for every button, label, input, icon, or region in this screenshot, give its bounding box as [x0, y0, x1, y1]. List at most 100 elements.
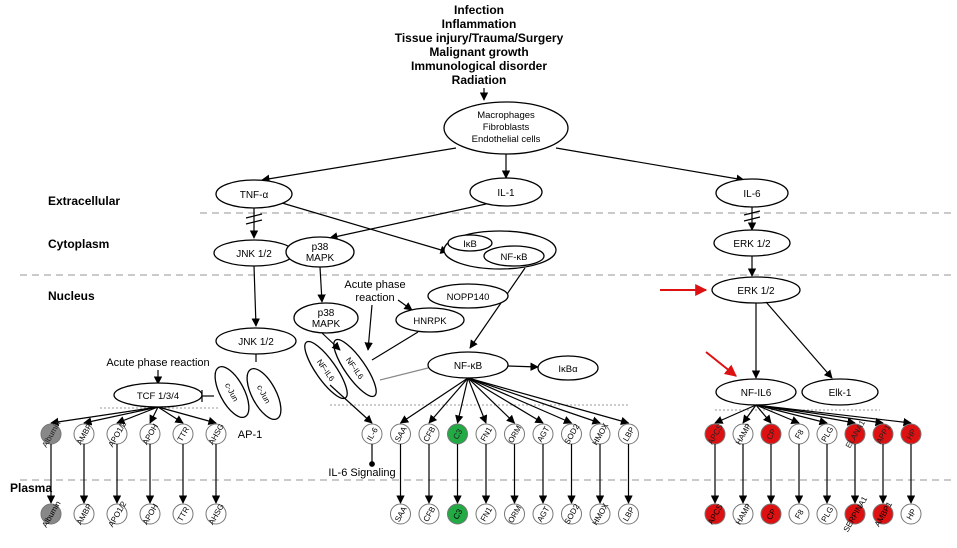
edge-to-hamp	[742, 404, 757, 424]
gene-plasma-orm	[504, 503, 525, 525]
gene-plasma-apo1/2	[106, 503, 128, 525]
edge-to-fn1	[467, 377, 488, 424]
edge-to-orm	[467, 377, 516, 424]
edge-to-hmox	[467, 377, 601, 425]
p38-cyto-label-1: p38	[312, 242, 329, 253]
nfkb-nuc-label: NF-κB	[454, 361, 483, 372]
edge-to-ambp	[83, 406, 159, 426]
erk-nuc-label: ERK 1/2	[737, 286, 775, 297]
nfil6-mid-left: NF-IL6	[304, 340, 348, 400]
erk-cyto-label: ERK 1/2	[733, 239, 771, 250]
gene-plasma-saa	[390, 503, 411, 525]
p38-nuc-node	[293, 302, 359, 334]
ap1-label: AP-1	[238, 429, 262, 441]
edge-to-ttr	[157, 406, 184, 424]
gene-plasma-cfb	[418, 503, 440, 525]
edge-erk-elk1	[765, 301, 833, 379]
ikb-node	[447, 234, 493, 252]
edge-to-lbp	[467, 377, 630, 426]
cjun-left: c-Jun	[214, 365, 250, 419]
gene-plasma-f8	[788, 503, 810, 525]
edge-cells-tnf	[261, 147, 457, 183]
gene-plasma-cp	[760, 503, 782, 525]
annot-il6-signaling: IL-6 Signaling	[328, 467, 395, 479]
gene-plasma-hmox	[589, 503, 611, 525]
edge-tnf-ikb	[281, 202, 449, 254]
gene-plasma-serpina1	[844, 503, 866, 525]
edge-to-il-6	[329, 384, 373, 424]
gene-groups: AlbuminAlbuminAMBPAMBPAPO1/2APO1/2APOHAP…	[40, 377, 922, 534]
ikba-label: IκBα	[558, 364, 578, 375]
p38-cyto-label-2: MAPK	[306, 253, 335, 264]
annot-apr-left: Acute phase reaction	[106, 357, 209, 369]
edge-hnrpk-nfil6	[371, 331, 419, 361]
break-mark-il6-1	[743, 210, 761, 216]
edge-to-f8	[755, 404, 800, 424]
gene-plasma-hamp	[732, 503, 754, 525]
gene-plasma-lbp	[618, 503, 639, 525]
layer-extracellular: Extracellular	[48, 194, 120, 208]
edge-il1-p38	[329, 203, 487, 241]
edge-to-albumin	[50, 406, 159, 427]
nfkb-cyto-node	[483, 245, 545, 267]
gene-plasma-c3	[447, 503, 468, 525]
edge-jnk-jnk	[251, 265, 260, 327]
ikba-node	[537, 355, 599, 381]
gene-plasma-hp	[900, 503, 922, 525]
hnrpk-node	[395, 307, 465, 333]
tcf-label: TCF 1/3/4	[137, 391, 179, 402]
stimulus-malignant-growth: Malignant growth	[429, 45, 528, 59]
layer-nucleus: Nucleus	[48, 289, 95, 303]
cjun-right: c-Jun	[246, 367, 282, 421]
stimulus-tissue-injury: Tissue injury/Trauma/Surgery	[395, 31, 564, 45]
edge-to-elana1	[755, 404, 856, 426]
jnk-nuc-label: JNK 1/2	[238, 337, 274, 348]
stimulus-infection: Infection	[454, 3, 504, 17]
edge-to-cp	[755, 404, 772, 424]
edge-to-sod2	[467, 377, 573, 424]
edge-p38-nfil6	[321, 332, 341, 351]
gene-plasma-ambp1	[872, 503, 894, 525]
annot-apr-mid-2: reaction	[355, 292, 394, 304]
nopp140-label: NOPP140	[447, 292, 490, 303]
nfil6-right-label: NF-IL6	[741, 388, 772, 399]
edge-to-agt	[467, 377, 544, 424]
edge-apr-hnrpk	[397, 299, 413, 311]
tnf-label: TNF-α	[240, 190, 269, 201]
ikb-label: IκB	[463, 239, 477, 250]
p38-nuc-label-1: p38	[318, 308, 335, 319]
gene-plasma-plg	[816, 503, 838, 525]
edge-nfkb-nfkb	[469, 267, 526, 349]
cells-fibroblasts: Fibroblasts	[483, 122, 530, 133]
il1-node	[469, 177, 543, 207]
il6-label: IL-6	[743, 189, 761, 200]
red-arrow-nfil6	[705, 351, 737, 377]
edge-to-cfb	[428, 377, 469, 424]
gene-plasma-sod2	[561, 503, 582, 525]
elk1-label: Elk-1	[829, 388, 852, 399]
jnk-cyto-label: JNK 1/2	[236, 249, 272, 260]
edge-apr-nfil6	[364, 304, 373, 351]
stimulus-radiation: Radiation	[452, 73, 507, 87]
layer-plasma: Plasma	[10, 481, 52, 495]
gene-plasma-ttr	[172, 503, 194, 525]
edge-cells-il6	[555, 147, 745, 183]
hnrpk-label: HNRPK	[413, 316, 447, 327]
layer-cytoplasm: Cytoplasm	[48, 237, 109, 251]
stimulus-inflammation: Inflammation	[442, 17, 517, 31]
edge-to-ahsg	[157, 406, 217, 426]
nfkb-cyto-label: NF-κB	[501, 252, 528, 263]
break-mark-il6-2	[743, 216, 761, 222]
gene-plasma-ambp	[73, 503, 95, 525]
gene-plasma-albumin	[40, 503, 62, 525]
gene-plasma-apcs	[704, 503, 726, 525]
edge-to-apcs	[714, 404, 757, 424]
p38-nuc-label-2: MAPK	[312, 319, 341, 330]
edge-to-saa	[399, 377, 469, 424]
edge-to-plg	[755, 404, 828, 426]
gene-plasma-agt	[532, 503, 554, 525]
edge-nfkb-ikba	[507, 362, 539, 371]
elk1-node	[801, 378, 879, 406]
edge-p38-p38	[317, 266, 326, 303]
